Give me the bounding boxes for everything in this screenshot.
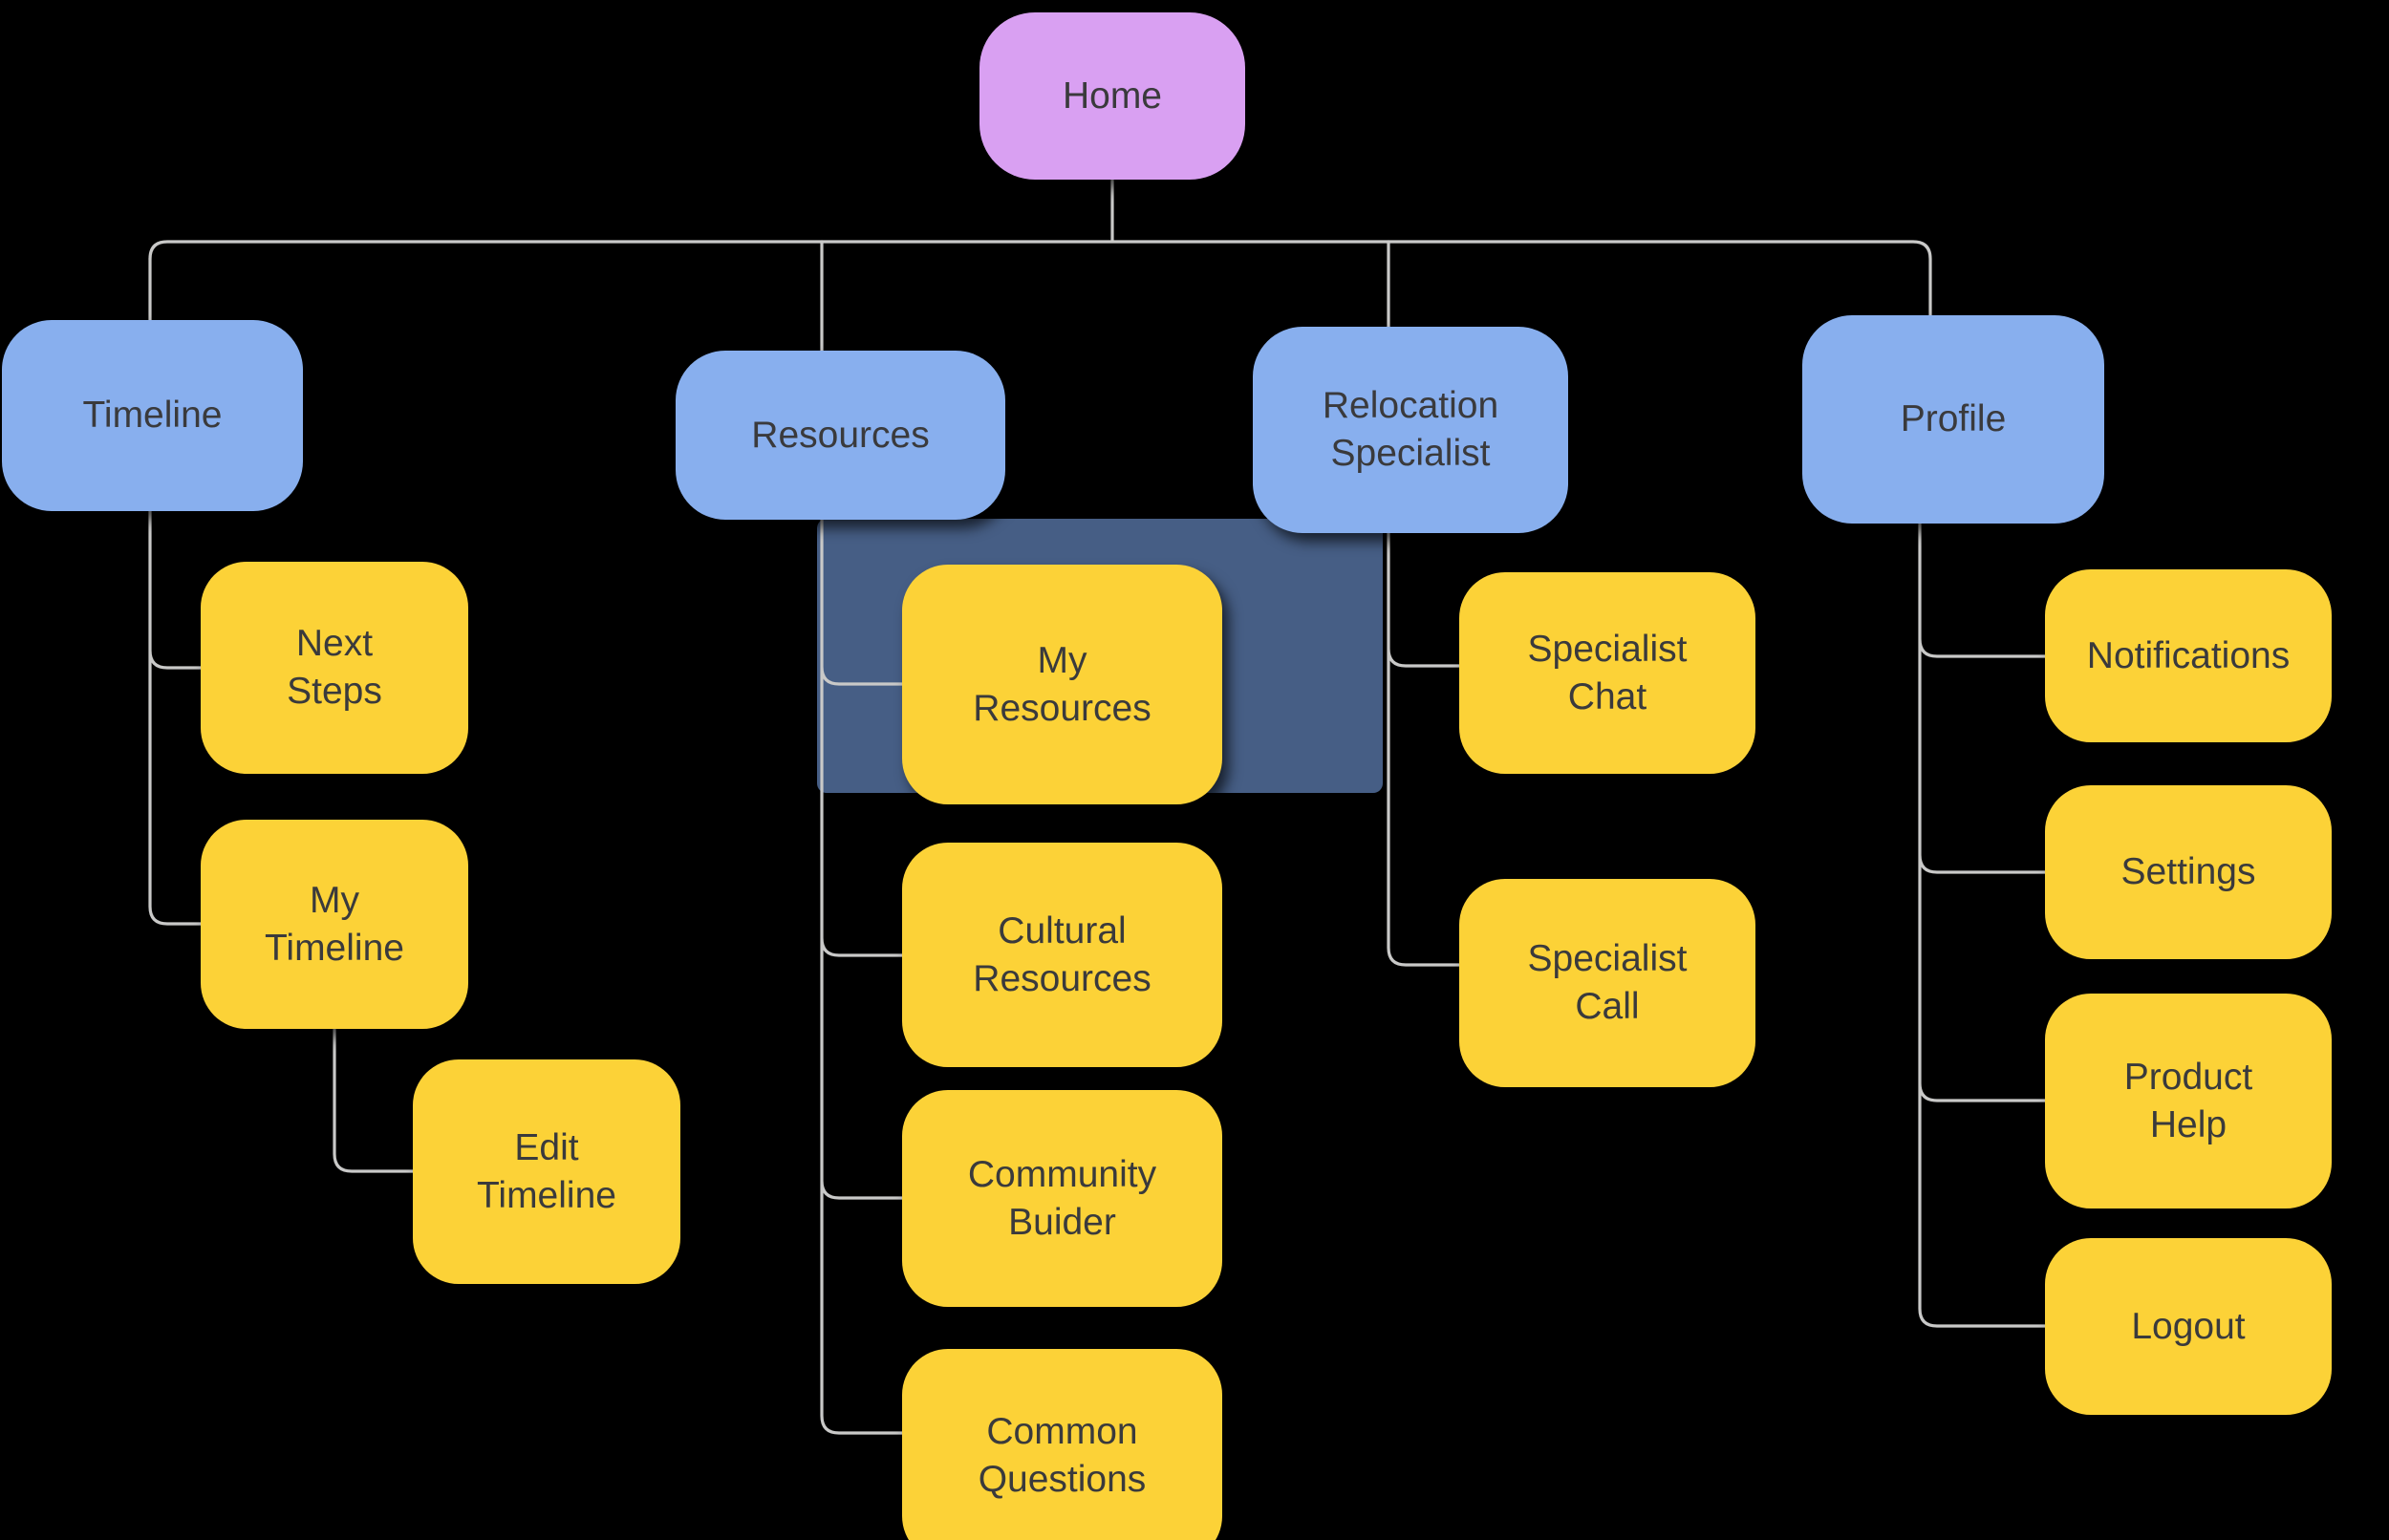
node-logout[interactable]: Logout [2045, 1238, 2332, 1415]
node-product-help-label: Product Help [2123, 1056, 2253, 1145]
node-resources[interactable]: Resources [676, 351, 1005, 520]
node-timeline-label: Timeline [82, 395, 223, 437]
node-profile[interactable]: Profile [1802, 315, 2104, 524]
node-my-timeline[interactable]: My Timeline [201, 820, 468, 1029]
node-edit-timeline[interactable]: Edit Timeline [413, 1059, 680, 1284]
node-specialist-call-label: Specialist Call [1527, 938, 1688, 1027]
node-common-questions[interactable]: Common Questions [902, 1349, 1222, 1540]
node-my-resources[interactable]: My Resources [902, 565, 1222, 804]
node-timeline[interactable]: Timeline [2, 320, 303, 511]
node-resources-label: Resources [751, 414, 930, 456]
node-next-steps[interactable]: Next Steps [201, 562, 468, 774]
connector-profile-spine [1918, 522, 2047, 1328]
connector-resources-spine [820, 240, 904, 1435]
node-home-label: Home [1062, 75, 1163, 117]
node-settings-label: Settings [2120, 851, 2256, 893]
node-home[interactable]: Home [979, 12, 1245, 180]
connector-home-trunk [148, 176, 1932, 319]
node-community-buider-label: Community Buider [967, 1153, 1157, 1243]
node-edit-timeline-label: Edit Timeline [477, 1126, 616, 1216]
node-specialist-call[interactable]: Specialist Call [1459, 879, 1755, 1087]
node-relocation-specialist-label: Relocation Specialist [1322, 385, 1499, 474]
node-notifications-label: Notifications [2086, 634, 2291, 676]
node-common-questions-label: Common Questions [978, 1410, 1147, 1500]
node-community-buider[interactable]: Community Buider [902, 1090, 1222, 1307]
connector-edit-timeline [333, 1027, 415, 1173]
node-settings[interactable]: Settings [2045, 785, 2332, 959]
node-profile-label: Profile [1900, 398, 2007, 440]
node-cultural-resources-label: Cultural Resources [973, 909, 1151, 999]
node-notifications[interactable]: Notifications [2045, 569, 2332, 742]
node-next-steps-label: Next Steps [287, 623, 382, 712]
node-my-timeline-label: My Timeline [265, 879, 404, 969]
node-specialist-chat-label: Specialist Chat [1527, 628, 1688, 717]
node-product-help[interactable]: Product Help [2045, 994, 2332, 1208]
node-logout-label: Logout [2131, 1305, 2246, 1347]
node-cultural-resources[interactable]: Cultural Resources [902, 843, 1222, 1067]
node-specialist-chat[interactable]: Specialist Chat [1459, 572, 1755, 774]
node-my-resources-label: My Resources [973, 639, 1151, 729]
node-relocation-specialist[interactable]: Relocation Specialist [1253, 327, 1568, 533]
